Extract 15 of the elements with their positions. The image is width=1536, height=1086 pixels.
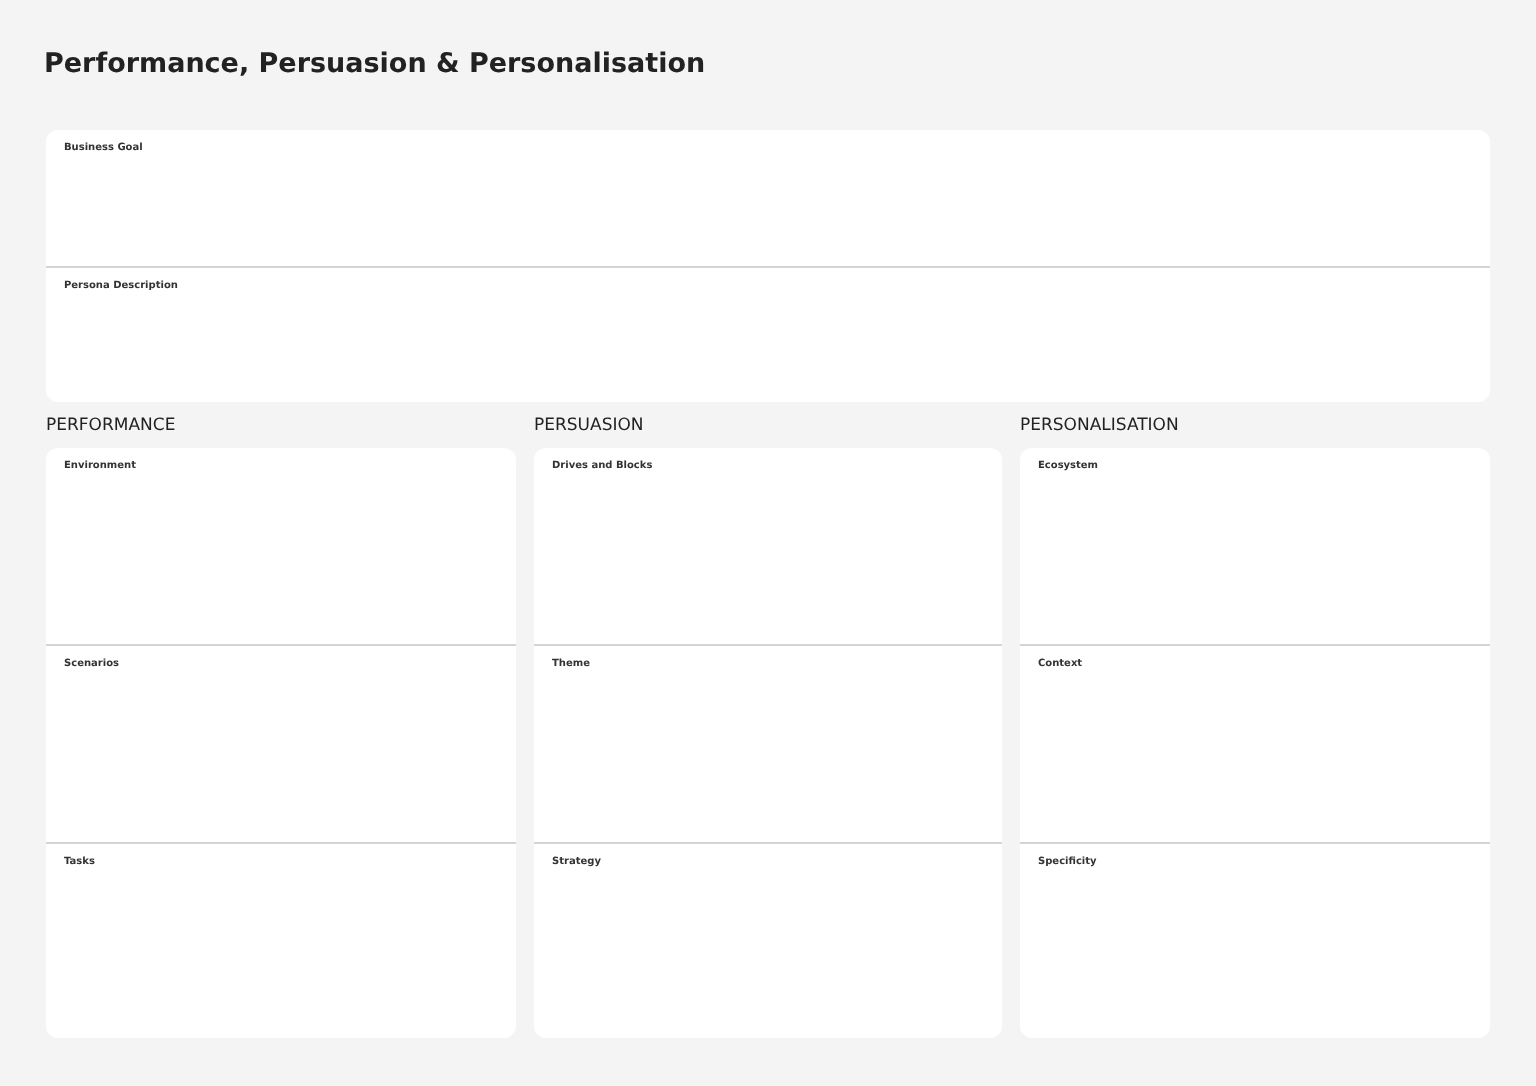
canvas-cell [534, 646, 1002, 844]
canvas-cell [1020, 646, 1490, 844]
column-heading: PERSONALISATION [1020, 416, 1179, 436]
canvas-cell [1020, 448, 1490, 646]
canvas-cell [46, 448, 516, 646]
canvas-cell [534, 448, 1002, 646]
canvas-cell [1020, 844, 1490, 1038]
page-title: Performance, Persuasion & Personalisation [44, 48, 706, 80]
canvas-cell [46, 268, 1490, 402]
canvas-cell [46, 844, 516, 1038]
canvas-cell [46, 646, 516, 844]
column-heading: PERSUASION [534, 416, 644, 436]
canvas-cell [534, 844, 1002, 1038]
canvas-cell [46, 130, 1490, 268]
column-heading: PERFORMANCE [46, 416, 176, 436]
